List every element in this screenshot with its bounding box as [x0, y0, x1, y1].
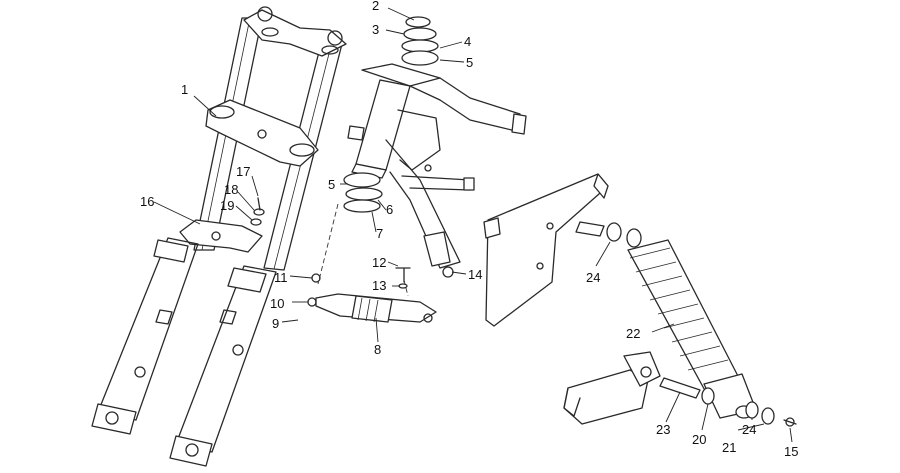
callout-labels: 1 2 3 4 5 5 6 7 8 9 10 11 12 13 14 15 16…	[140, 0, 798, 459]
callout-5-upper: 5	[466, 55, 473, 70]
callout-8: 8	[374, 342, 381, 357]
callout-12: 12	[372, 255, 386, 270]
callout-2: 2	[372, 0, 379, 13]
callout-20: 20	[692, 432, 706, 447]
callout-14: 14	[468, 267, 482, 282]
callout-16: 16	[140, 194, 154, 209]
rear-suspension	[483, 173, 797, 427]
callout-15: 15	[784, 444, 798, 459]
callout-3: 3	[372, 22, 379, 37]
callout-9: 9	[272, 316, 279, 331]
callout-13: 13	[372, 278, 386, 293]
callout-23: 23	[656, 422, 670, 437]
callout-18: 18	[224, 182, 238, 197]
callout-21: 21	[722, 440, 736, 455]
callout-11: 11	[274, 270, 288, 285]
callout-6: 6	[386, 202, 393, 217]
leader-lines	[153, 7, 793, 443]
front-fork-assembly	[91, 6, 347, 467]
callout-22: 22	[626, 326, 640, 341]
callout-7: 7	[376, 226, 383, 241]
callout-24-lower: 24	[742, 422, 756, 437]
callout-17: 17	[236, 164, 250, 179]
steering-head-frame	[307, 16, 527, 323]
callout-10: 10	[270, 296, 284, 311]
callout-24-upper: 24	[586, 270, 600, 285]
callout-19: 19	[220, 198, 234, 213]
callout-4: 4	[464, 34, 471, 49]
callout-5-lower: 5	[328, 177, 335, 192]
callout-1: 1	[181, 82, 188, 97]
